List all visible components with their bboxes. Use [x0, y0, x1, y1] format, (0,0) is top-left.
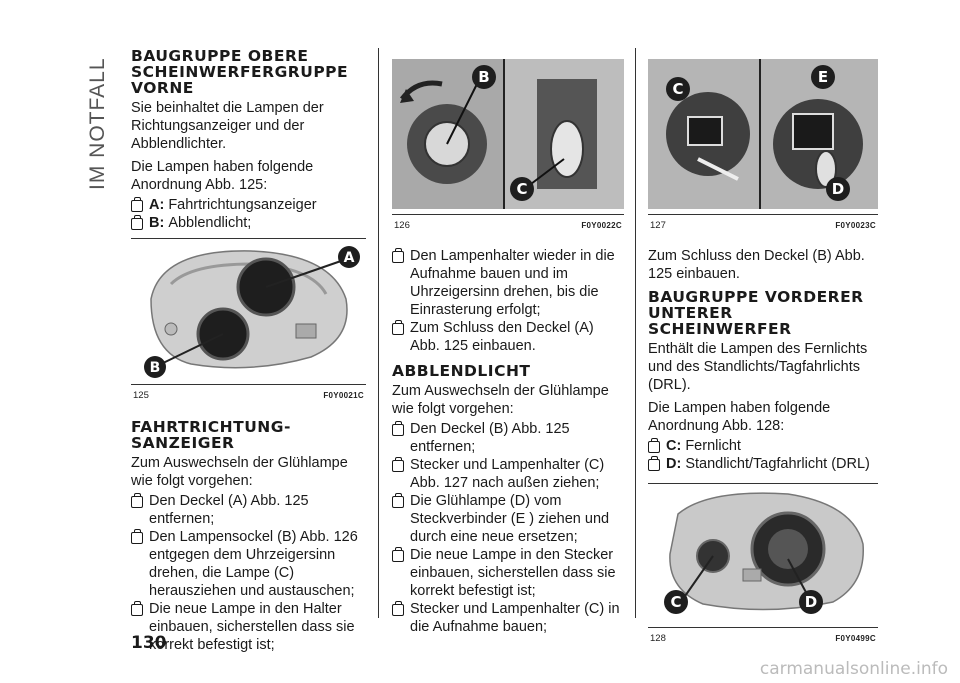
figure-126: B C 126 F0Y0022C [392, 59, 624, 235]
callout-a: A [344, 250, 355, 266]
callout-b: B [478, 68, 489, 86]
list-item: D:Standlicht/Tagfahrlicht (DRL) [648, 455, 878, 473]
lamp-socket-illustration: B C [392, 59, 624, 209]
section-heading: BAUGRUPPE OBERE SCHEINWERFERGRUPPE VORNE [131, 47, 349, 97]
figure-125: A B 125 F0Y0021C [131, 238, 366, 405]
list-item: A:Fahrtrichtungsanzeiger [131, 196, 366, 214]
column-2: B C 126 F0Y0022C Den Lampenhalter wieder … [392, 59, 624, 636]
callout-c: C [670, 593, 681, 611]
figure-number: 126 [394, 220, 410, 231]
bulb-icon [392, 493, 404, 508]
list-item: Den Lampensockel (B) Abb. 126 entgegen d… [131, 528, 366, 600]
paragraph: Die Lampen haben folgende Anordnung Abb.… [648, 400, 831, 434]
bulb-icon [131, 197, 143, 212]
list-item: Die neue Lampe in den Halter einbauen, s… [131, 600, 366, 654]
chapter-side-tab: IM NOTFALL [86, 57, 109, 190]
list-item: Stecker und Lampenhalter (C) Abb. 127 na… [392, 456, 624, 492]
callout-c: C [516, 180, 527, 198]
figure-code: F0Y0022C [581, 221, 622, 230]
figure-code: F0Y0021C [323, 391, 364, 400]
callout-e: E [818, 68, 828, 86]
figure-number: 128 [650, 633, 666, 644]
paragraph: Zum Auswechseln der Glühlampe wie folgt … [392, 383, 609, 417]
column-divider [378, 48, 379, 618]
column-3: C E D 127 F0Y0023C Zum Schluss den Deckel… [648, 59, 878, 648]
section-heading: ABBLENDLICHT [392, 362, 531, 380]
footer-watermark: carmanualsonline.info [759, 659, 948, 679]
bulb-icon [392, 457, 404, 472]
page-number: 130 [131, 633, 167, 653]
headlamp-rear-illustration: A B [131, 239, 366, 379]
bulb-icon [392, 248, 404, 263]
figure-128: C D 128 F0Y0499C [648, 483, 878, 648]
bulb-icon [131, 529, 143, 544]
bulb-icon [131, 215, 143, 230]
callout-d: D [832, 180, 844, 198]
paragraph: Zum Auswechseln der Glühlampe wie folgt … [131, 455, 348, 489]
figure-number: 125 [133, 390, 149, 401]
list-item: Die neue Lampe in den Stecker einbauen, … [392, 546, 624, 600]
callout-d: D [805, 593, 817, 611]
section-heading: BAUGRUPPE VORDERER UNTERER SCHEINWERFER [648, 288, 864, 338]
paragraph: Sie beinhaltet die Lampen der Richtungsa… [131, 100, 324, 152]
column-divider [635, 48, 636, 618]
section-heading: FAHRTRICHTUNG-SANZEIGER [131, 418, 291, 452]
callout-c: C [672, 80, 683, 98]
bulb-icon [131, 601, 143, 616]
paragraph: Die Lampen haben folgende Anordnung Abb.… [131, 159, 314, 193]
list-item: B:Abblendlicht; [131, 214, 366, 232]
paragraph: Enthält die Lampen des Fernlichts und de… [648, 341, 868, 393]
bulb-icon [131, 493, 143, 508]
bulb-icon [648, 456, 660, 471]
bulb-icon [392, 421, 404, 436]
figure-code: F0Y0023C [835, 221, 876, 230]
column-1: BAUGRUPPE OBERE SCHEINWERFERGRUPPE VORNE… [131, 48, 366, 654]
paragraph: Zum Schluss den Deckel (B) Abb. 125 einb… [648, 248, 865, 282]
list-item: C:Fernlicht [648, 437, 878, 455]
bulb-icon [392, 601, 404, 616]
bulb-icon [648, 438, 660, 453]
list-item: Den Deckel (A) Abb. 125 entfernen; [131, 492, 366, 528]
lamp-connector-illustration: C E D [648, 59, 878, 209]
figure-number: 127 [650, 220, 666, 231]
list-item: Den Lampenhalter wieder in die Aufnahme … [392, 247, 624, 319]
lower-headlamp-illustration: C D [648, 484, 878, 622]
list-item: Den Deckel (B) Abb. 125 entfernen; [392, 420, 624, 456]
list-item: Stecker und Lampenhalter (C) in die Aufn… [392, 600, 624, 636]
callout-b: B [150, 360, 161, 376]
list-item: Die Glühlampe (D) vom Steckverbinder (E … [392, 492, 624, 546]
list-item: Zum Schluss den Deckel (A) Abb. 125 einb… [392, 319, 624, 355]
figure-code: F0Y0499C [835, 634, 876, 643]
figure-127: C E D 127 F0Y0023C [648, 59, 878, 235]
bulb-icon [392, 547, 404, 562]
bulb-icon [392, 320, 404, 335]
